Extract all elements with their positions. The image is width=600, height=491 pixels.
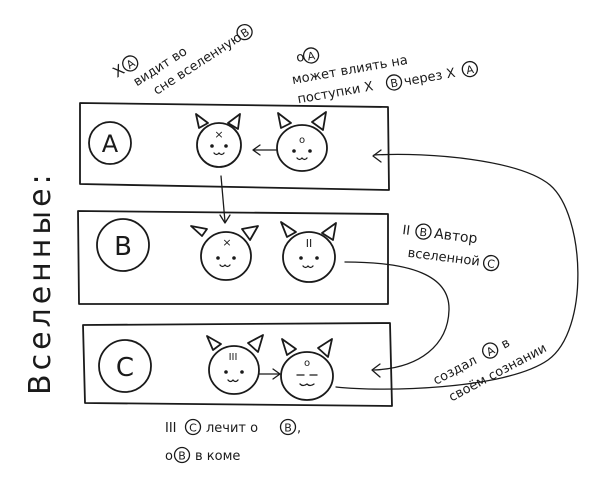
arrow-c-to-a: [335, 149, 579, 390]
side-title: Вселенные:: [23, 170, 58, 395]
note-bottom-line2-circle: B: [178, 450, 186, 463]
note-right-bottom-line1-suffix: в: [499, 336, 513, 353]
universe-c-label-circle: [98, 339, 152, 393]
universe-b: B × II: [77, 210, 389, 305]
note-bottom-line2-suffix: в коме: [195, 449, 240, 464]
note-right-middle-line1-prefix: II: [402, 223, 411, 239]
universe-b-box: [77, 210, 389, 305]
cat-b-ii: II: [280, 221, 337, 283]
note-top-right-line4-prefix: через X: [403, 66, 457, 90]
cat-c-o-mark: o: [304, 358, 310, 369]
universe-a-box: [79, 102, 390, 191]
note-bottom-line1-middle: лечит o: [206, 421, 258, 436]
note-top-left: X A видит во сне вселенную B: [109, 23, 253, 98]
cat-b-x-mark: ×: [222, 236, 231, 249]
universe-b-label-circle: [96, 218, 150, 272]
universe-c-box: [82, 322, 393, 407]
cat-a-x-mark: ×: [214, 128, 223, 141]
note-top-right-line1-circle: A: [306, 49, 316, 63]
cat-c-iii: III: [206, 334, 264, 395]
note-top-right-line3-circle: B: [389, 76, 399, 90]
universe-a-label: A: [102, 130, 119, 158]
note-top-right: o A может влиять на поступки X B через X…: [291, 47, 479, 107]
universe-a-label-circle: [88, 121, 132, 165]
cat-a-o: o: [276, 111, 328, 172]
universe-c: C III o: [82, 322, 393, 407]
note-bottom-line1-suffix: ,: [297, 421, 301, 436]
universe-c-label: C: [116, 353, 134, 383]
cat-a-x: ×: [195, 113, 242, 168]
arrow-c-left-to-right: [258, 368, 281, 380]
note-top-right-line4-circle: A: [465, 63, 475, 77]
note-bottom-line2-prefix: o: [165, 449, 173, 464]
cat-b-x: ×: [190, 225, 259, 281]
arrow-a-to-b: [219, 175, 231, 224]
note-right-middle-line2-circle: C: [486, 257, 496, 271]
note-top-right-line1-prefix: o: [295, 50, 305, 66]
cat-c-o: o: [280, 338, 334, 401]
note-right-middle-line1-circle: B: [419, 226, 428, 240]
universe-a: A × o: [79, 102, 390, 191]
note-right-middle-line1-suffix: Автор: [433, 226, 478, 247]
note-bottom-line1-circle2: B: [284, 422, 292, 435]
note-bottom: III C лечит o B , o B в коме: [165, 418, 301, 464]
note-right-middle: II B Автор вселенной C: [402, 223, 500, 272]
cat-c-iii-mark: III: [229, 352, 238, 363]
cat-a-o-mark: o: [299, 135, 305, 146]
arrow-a-right-to-left: [252, 144, 277, 156]
note-right-bottom: создал A в своём сознании: [431, 336, 550, 406]
note-bottom-line1-prefix: III: [165, 421, 177, 436]
cat-b-ii-mark: II: [306, 237, 313, 250]
arrow-b-to-c: [344, 261, 450, 378]
note-bottom-line1-circle: C: [189, 422, 197, 435]
universe-b-label: B: [114, 232, 132, 262]
note-right-middle-line2-prefix: вселенной: [407, 246, 481, 270]
